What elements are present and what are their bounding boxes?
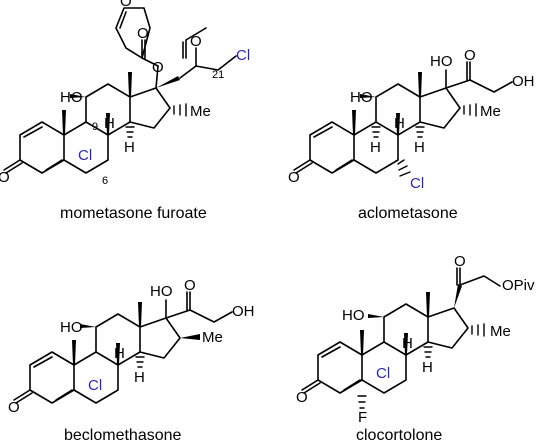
c20-o-label: O: [190, 33, 202, 50]
locant-21: 21: [212, 69, 224, 81]
chlorine-label: Cl: [410, 175, 424, 192]
c20-o-label: O: [464, 47, 476, 64]
structure-clocortolone: O HO H H Cl F O OPiv Me clocortolone: [296, 253, 535, 444]
h14-label: H: [422, 359, 433, 376]
compound-name: mometasone furoate: [60, 205, 207, 222]
chlorine-ring-label: Cl: [78, 147, 92, 164]
hydroxyl-label: HO: [60, 89, 83, 106]
opiv-label: OPiv: [502, 277, 535, 294]
h14-label: H: [134, 369, 145, 386]
h14-label: H: [414, 139, 425, 156]
locant-6: 6: [102, 175, 108, 187]
methyl-label: Me: [490, 323, 511, 340]
structure-mometasone-furoate: O HO H H 9 21 6 Cl Cl Me O O O O mometas…: [0, 0, 250, 222]
c20-o-label: O: [184, 277, 196, 294]
hydroxyl-label: HO: [60, 319, 83, 336]
hydroxyl-17-label: HO: [150, 283, 173, 300]
ketone-o-label: O: [288, 169, 300, 186]
h9-label: H: [370, 139, 381, 156]
locant-9: 9: [92, 121, 98, 133]
structure-beclomethasone: O HO H H Cl HO O OH Me beclomethasone: [8, 277, 255, 444]
hydroxyl-label: HO: [350, 89, 373, 106]
chlorine-label: Cl: [88, 377, 102, 394]
compound-name: clocortolone: [356, 427, 442, 444]
chlorine-side-label: Cl: [236, 47, 250, 64]
compound-name: beclomethasone: [64, 427, 182, 444]
furan-o-label: O: [120, 0, 132, 10]
methyl-label: Me: [190, 103, 211, 120]
ester-carbonyl-o-label: O: [137, 25, 149, 42]
c20-o-label: O: [454, 253, 466, 270]
h8-label: H: [402, 335, 413, 352]
ketone-o-label: O: [8, 399, 20, 416]
methyl-label: Me: [202, 329, 223, 346]
compound-name: aclometasone: [358, 205, 458, 222]
fluorine-label: F: [358, 409, 367, 426]
ester-link-o-label: O: [152, 59, 164, 76]
ketone-o-label: O: [0, 169, 10, 186]
h8-label: H: [104, 115, 115, 132]
h8-label: H: [394, 115, 405, 132]
ketone-o-label: O: [296, 389, 308, 406]
hydroxyl-17-label: HO: [430, 53, 453, 70]
h14-label: H: [124, 139, 135, 156]
structure-aclometasone: O HO H H H HO O OH Me Cl aclometasone: [288, 47, 535, 222]
chlorine-label: Cl: [376, 365, 390, 382]
hydroxyl-21-label: OH: [232, 303, 255, 320]
methyl-label: Me: [480, 103, 501, 120]
hydroxyl-label: HO: [342, 307, 365, 324]
hydroxyl-21-label: OH: [512, 73, 535, 90]
h8-label: H: [114, 345, 125, 362]
